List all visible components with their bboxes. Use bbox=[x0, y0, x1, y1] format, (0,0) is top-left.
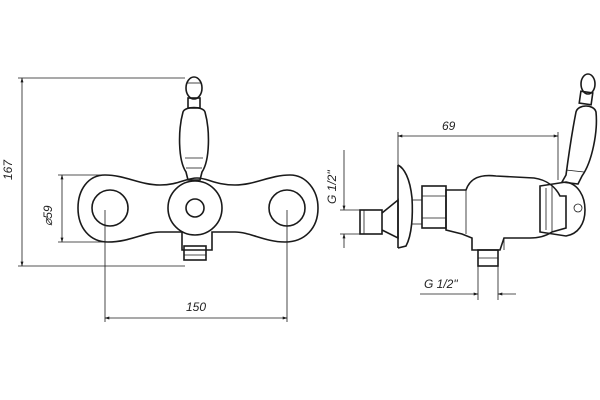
front-view: 167 ⌀59 150 bbox=[1, 76, 319, 322]
lever-handle bbox=[178, 106, 210, 181]
dim-width-label: 150 bbox=[186, 300, 206, 314]
wall-flange bbox=[397, 164, 414, 249]
left-cap-circle bbox=[91, 189, 129, 227]
center-outer-circle bbox=[167, 180, 223, 236]
outlet-spout bbox=[183, 245, 207, 261]
handle-neck bbox=[187, 97, 201, 109]
center-inner-circle bbox=[185, 198, 205, 218]
dim-height-label: 167 bbox=[1, 159, 15, 180]
handle-knob bbox=[185, 76, 203, 100]
dim-depth-label: 69 bbox=[442, 119, 456, 133]
side-body bbox=[445, 174, 567, 251]
side-view: 69 G 1/2" G 1/2" bbox=[325, 73, 598, 300]
cartridge-cap bbox=[539, 181, 586, 237]
side-lever-handle bbox=[560, 105, 598, 185]
dim-thread-top-label: G 1/2" bbox=[325, 170, 339, 204]
inlet-pipe bbox=[359, 209, 383, 235]
dim-diameter-label: ⌀59 bbox=[41, 205, 55, 226]
dim-thread-bottom-label: G 1/2" bbox=[424, 277, 458, 291]
mixer-body-outline bbox=[77, 174, 319, 251]
hex-nut bbox=[421, 185, 447, 229]
